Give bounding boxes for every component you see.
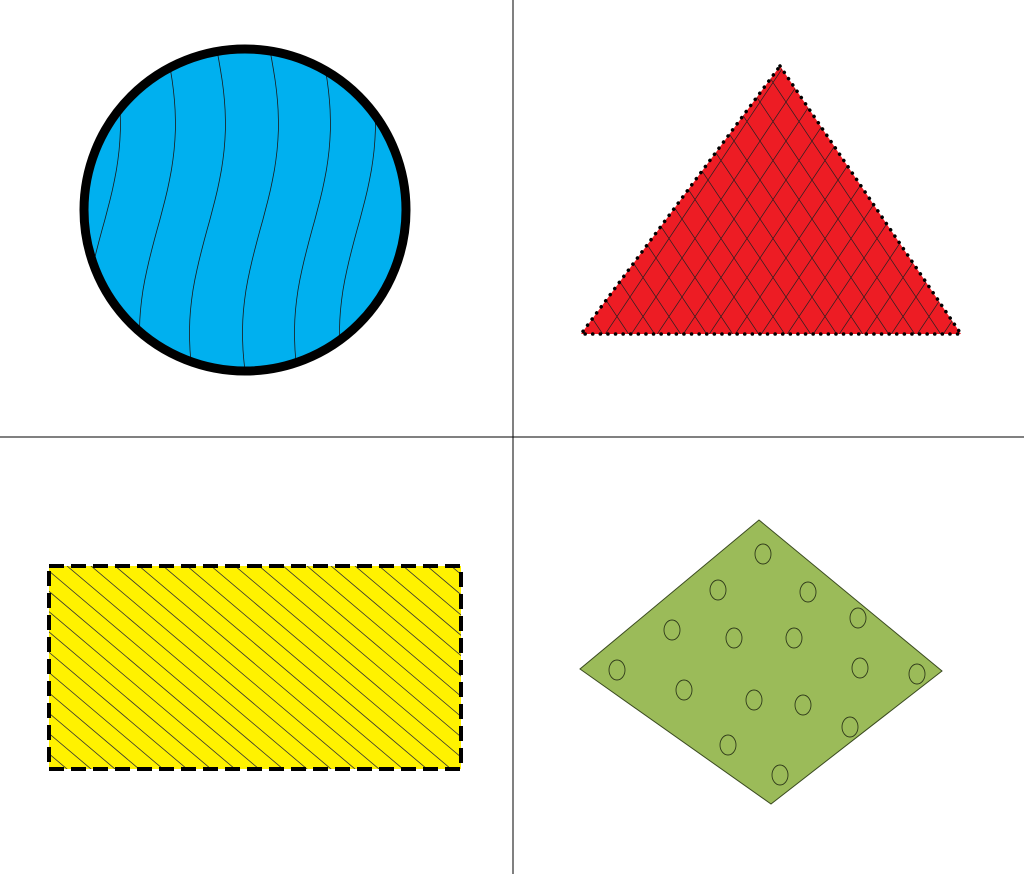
hatch-line bbox=[665, 66, 907, 334]
hatch-line bbox=[873, 66, 961, 334]
hatch-line bbox=[0, 0, 48, 360]
diagonal-line bbox=[49, 570, 284, 769]
oval-dot bbox=[849, 607, 867, 629]
hatch-line bbox=[581, 66, 673, 334]
oval-dot bbox=[799, 581, 817, 603]
oval-dot bbox=[851, 657, 869, 679]
oval-dot bbox=[675, 679, 693, 701]
oval-dot bbox=[719, 734, 737, 756]
diagonal-line bbox=[0, 560, 32, 780]
oval-dot bbox=[608, 659, 626, 681]
hatch-line bbox=[0, 0, 22, 360]
rhombus-shape bbox=[579, 519, 943, 805]
hatch-line bbox=[847, 66, 961, 334]
hatch-line bbox=[587, 66, 829, 334]
hatch-line bbox=[639, 66, 881, 334]
diagonal-line bbox=[402, 566, 461, 616]
diagonal-line bbox=[186, 566, 428, 769]
diagonal-line bbox=[210, 566, 452, 769]
diagonal-line bbox=[49, 732, 92, 769]
diagonal-line bbox=[330, 566, 461, 677]
hatch-line bbox=[613, 66, 855, 334]
wavy-line bbox=[242, 52, 279, 368]
diagonal-line bbox=[258, 566, 461, 738]
rectangle-shape bbox=[0, 560, 463, 780]
hatch-line bbox=[581, 66, 621, 334]
wavy-line bbox=[189, 52, 226, 368]
diagonal-line bbox=[49, 590, 260, 769]
hatch-line bbox=[717, 66, 959, 334]
diagonal-line bbox=[114, 566, 356, 769]
wavy-line bbox=[294, 52, 331, 368]
diagonal-line bbox=[49, 651, 188, 769]
hatch-line bbox=[951, 66, 961, 334]
hatch-line bbox=[978, 0, 1024, 360]
oval-dot bbox=[663, 619, 681, 641]
oval-dot bbox=[771, 764, 789, 786]
rectangle-diagonal-pattern bbox=[0, 560, 461, 780]
oval-dot bbox=[709, 579, 727, 601]
diagonal-line bbox=[138, 566, 380, 769]
rhombus-oval-pattern bbox=[608, 543, 926, 786]
hatch-line bbox=[0, 0, 74, 360]
diagonal-line bbox=[354, 566, 461, 657]
diagonal-line bbox=[49, 692, 140, 769]
hatch-line bbox=[581, 66, 699, 334]
hatch-line bbox=[978, 0, 1024, 360]
diagonal-line bbox=[162, 566, 404, 769]
oval-dot bbox=[794, 694, 812, 716]
oval-dot bbox=[908, 663, 926, 685]
circle-shape bbox=[79, 44, 411, 376]
oval-dot bbox=[785, 627, 803, 649]
oval-dot bbox=[841, 716, 859, 738]
hatch-line bbox=[581, 66, 647, 334]
diagonal-line bbox=[49, 712, 116, 769]
hatch-line bbox=[0, 0, 74, 360]
diagonal-line bbox=[234, 566, 461, 758]
diagonal-line bbox=[66, 566, 308, 769]
hatch-line bbox=[0, 0, 22, 360]
hatch-line bbox=[951, 66, 961, 334]
hatch-line bbox=[581, 66, 621, 334]
oval-dot bbox=[754, 543, 772, 565]
diagonal-line bbox=[49, 631, 212, 769]
diagonal-line bbox=[282, 566, 461, 718]
diagonal-line bbox=[306, 566, 461, 697]
diagonal-line bbox=[378, 566, 461, 636]
diagonal-line bbox=[49, 672, 164, 769]
diagonal-line bbox=[90, 566, 332, 769]
diagonal-line bbox=[49, 611, 236, 769]
wavy-line bbox=[139, 52, 176, 368]
hatch-line bbox=[0, 0, 48, 360]
diagonal-line bbox=[0, 560, 8, 780]
oval-dot bbox=[725, 627, 743, 649]
oval-dot bbox=[745, 689, 763, 711]
hatch-line bbox=[691, 66, 933, 334]
